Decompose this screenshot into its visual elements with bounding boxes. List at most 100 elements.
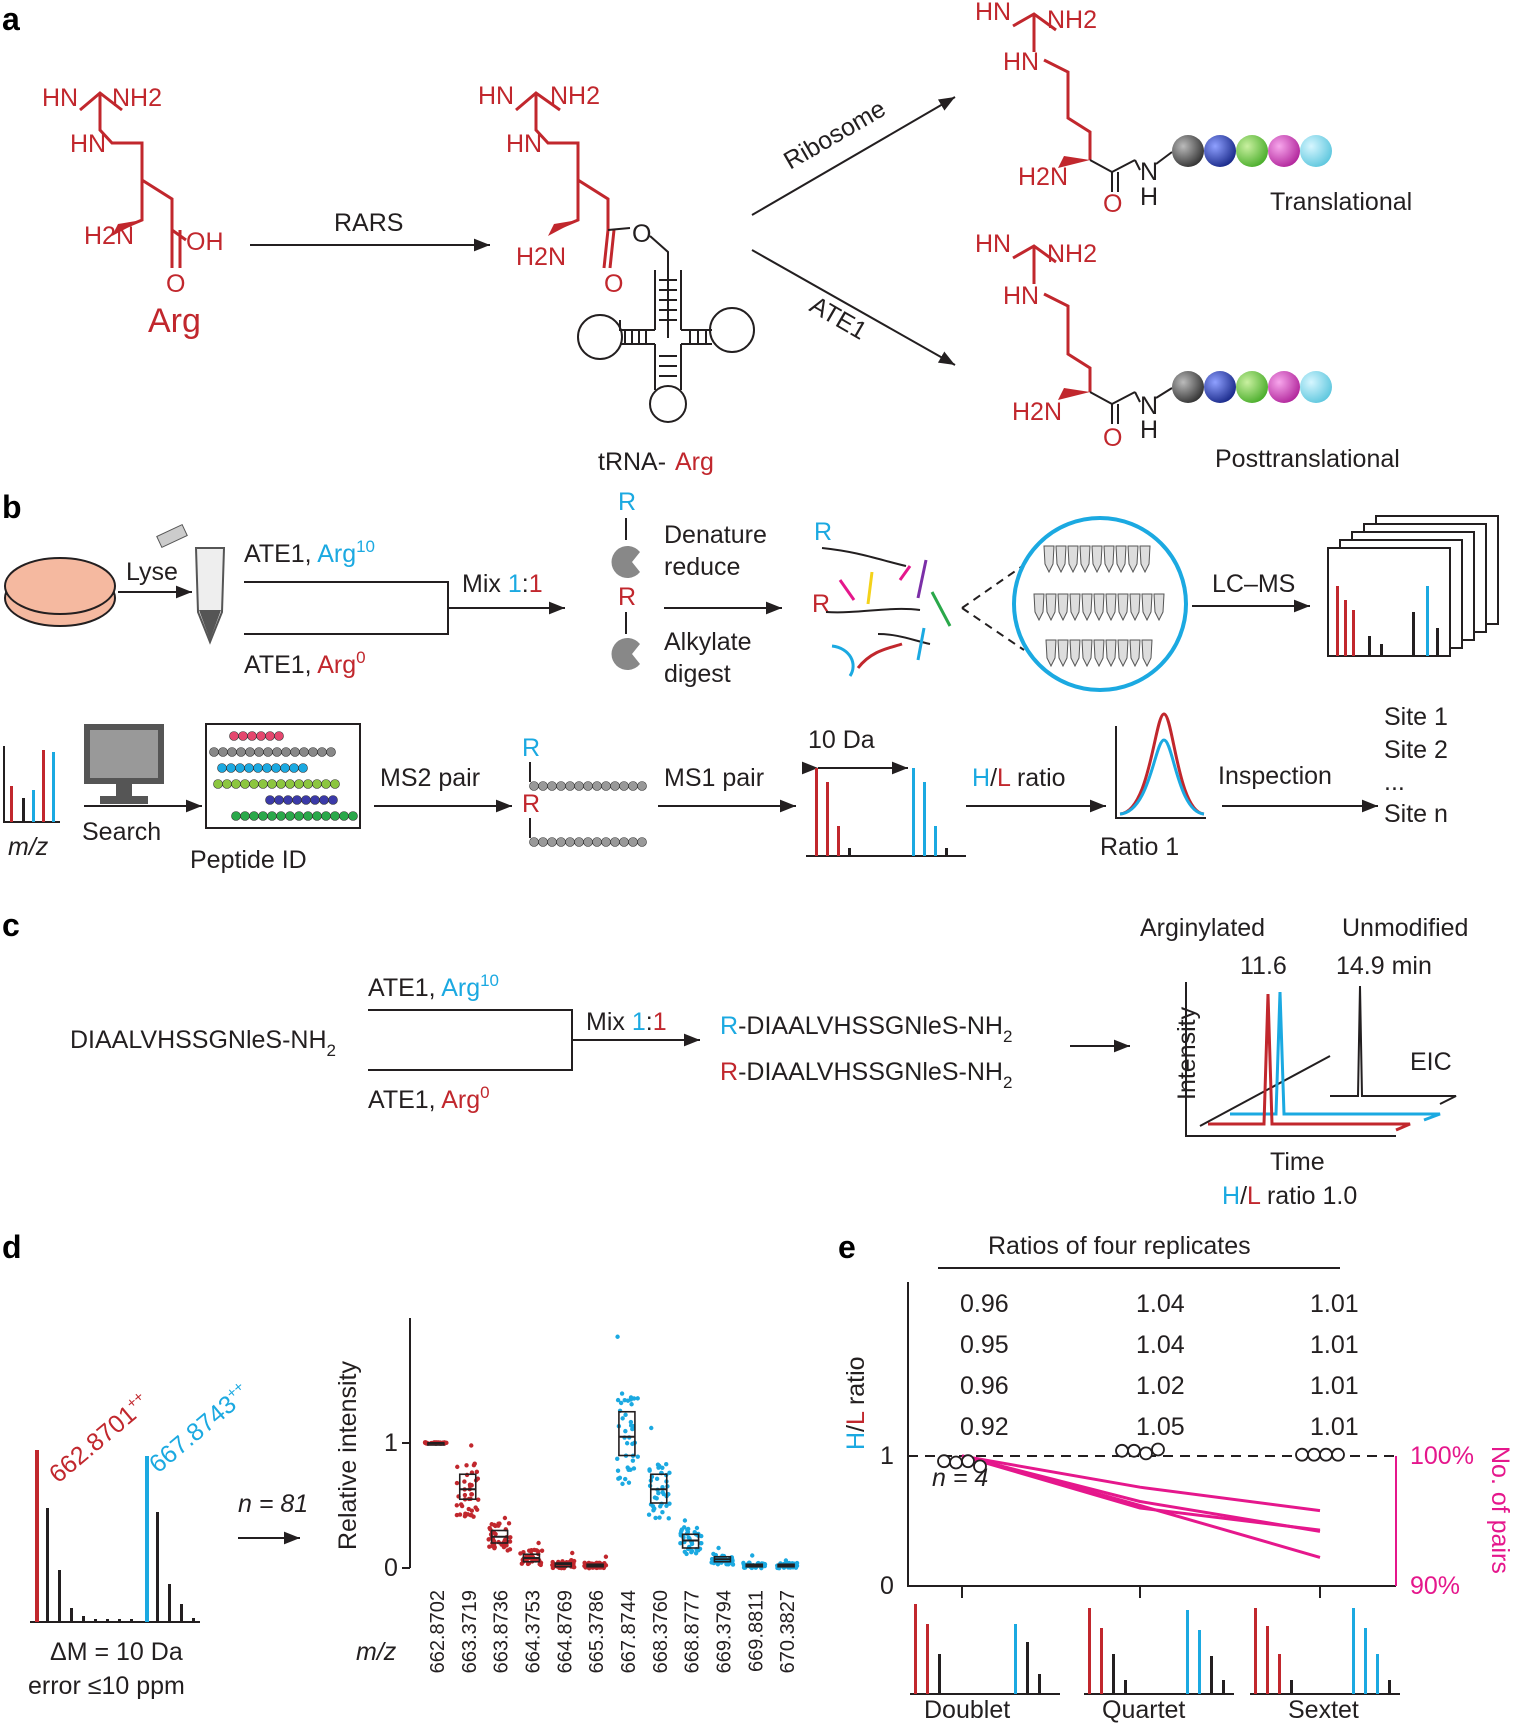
ms2-r-blue: R xyxy=(522,734,540,762)
peptide-id-label: Peptide ID xyxy=(190,846,307,874)
d-point xyxy=(506,1521,512,1526)
c-mix-b: 1 xyxy=(653,1008,667,1036)
svg-text:ATE1, Arg10: ATE1, Arg10 xyxy=(244,537,375,568)
d-xtick-label: 662.8702 xyxy=(427,1590,449,1673)
trna-label-arg: Arg xyxy=(675,448,714,476)
e-hl-slash: / xyxy=(842,1425,870,1432)
b-r-red: R xyxy=(618,583,636,611)
peptide-bead xyxy=(272,747,282,757)
e-spectrum-peak xyxy=(1376,1654,1379,1694)
d-point xyxy=(681,1525,687,1530)
plate-tube-icon xyxy=(1141,639,1153,668)
c-top-arg: Arg xyxy=(441,974,480,1002)
d-point xyxy=(657,1515,662,1520)
peptide-bead xyxy=(281,747,291,757)
e-spectrum-peak xyxy=(938,1654,941,1694)
plate-tube-icon xyxy=(1079,545,1091,574)
peptide-bead xyxy=(292,795,302,805)
peptide-bead xyxy=(254,747,264,757)
e-spectrum-peak xyxy=(926,1624,929,1694)
e-spectrum-peak xyxy=(1038,1674,1041,1694)
trna-o-dbl: O xyxy=(604,270,623,298)
d-point xyxy=(615,1456,620,1461)
n81-label: n = 81 xyxy=(238,1490,308,1518)
d-point xyxy=(762,1562,768,1567)
d-point xyxy=(693,1551,699,1556)
peptide-bead xyxy=(330,811,340,821)
d-point xyxy=(518,1551,523,1556)
tp-h2n: H2N xyxy=(1018,163,1068,191)
panel-c-label: c xyxy=(2,907,20,943)
d-point xyxy=(653,1515,658,1521)
e-pairs-line xyxy=(961,1454,1321,1533)
e-hl-h: H xyxy=(842,1432,870,1450)
e-spectrum-peak xyxy=(1388,1680,1391,1694)
peptide-bead xyxy=(319,795,329,805)
e-spectrum-peak xyxy=(1222,1680,1225,1694)
d-point xyxy=(625,1398,631,1403)
site-2: Site 2 xyxy=(1384,736,1448,764)
ms2-bead xyxy=(556,837,566,847)
pp-hn-2: HN xyxy=(1003,282,1039,310)
panel-a: a HN NH2 HN H2N OH O Arg RARS HN NH2 HN … xyxy=(2,0,1412,476)
peptide-bead xyxy=(253,763,263,773)
peptide-bead xyxy=(310,795,320,805)
posttranslational-product: HN NH2 HN H2N O N H Posttranslational xyxy=(975,230,1400,473)
d-point xyxy=(486,1537,491,1542)
pp-h: H xyxy=(1140,416,1158,444)
d-mz-left: 662.8701 xyxy=(44,1400,142,1488)
trna-hn-2: HN xyxy=(506,130,542,158)
peptide-bead xyxy=(339,811,349,821)
lyse-label: Lyse xyxy=(126,558,178,586)
ms2-bead xyxy=(592,781,602,791)
panel-b: b Lyse ATE1, Arg10 ATE1, Arg0 Mix 1:1 R … xyxy=(2,488,1499,874)
peptide-bead xyxy=(238,731,248,741)
svg-text:R-DIAALVHSSGNleS-NH2: R-DIAALVHSSGNleS-NH2 xyxy=(720,1058,1012,1092)
plate-tube-icon xyxy=(1093,593,1105,622)
c-top-sup: 10 xyxy=(480,971,499,990)
ms2-bead xyxy=(637,837,647,847)
d-box xyxy=(458,1473,477,1501)
peptide-bead xyxy=(276,779,286,789)
peptide-bead xyxy=(317,747,327,757)
ms2-bead xyxy=(538,837,548,847)
peptide-bead-rows xyxy=(209,731,358,821)
e-axes xyxy=(907,1282,1396,1587)
peptide-bead xyxy=(294,779,304,789)
e-ytick-0: 0 xyxy=(880,1572,894,1600)
d-point xyxy=(654,1496,659,1501)
peptide-bead xyxy=(298,763,308,773)
b-top-branch: ATE1, Arg10 xyxy=(244,537,375,568)
d-xtick-label: 669.3794 xyxy=(713,1590,735,1673)
d-point xyxy=(649,1425,654,1431)
denature-label: Denature xyxy=(664,521,767,549)
plate-tube-icon xyxy=(1105,639,1117,668)
d-point xyxy=(487,1525,492,1531)
ratio-cell: 1.01 xyxy=(1310,1290,1359,1318)
d-point xyxy=(496,1521,501,1526)
peptide-bead xyxy=(328,795,338,805)
peptide-bead xyxy=(258,779,268,789)
peptide-bead xyxy=(303,811,313,821)
d-point xyxy=(678,1540,683,1546)
d-point xyxy=(618,1400,624,1406)
rars-label: RARS xyxy=(334,209,403,237)
delta-m-label: ΔM = 10 Da xyxy=(50,1638,183,1666)
ms2-bead xyxy=(610,837,620,847)
b-bottom-branch: ATE1, Arg0 xyxy=(244,648,366,679)
ratio-cell: 1.01 xyxy=(1310,1413,1359,1441)
plate-tube-icon xyxy=(1057,593,1069,622)
peptide-bead xyxy=(213,779,223,789)
ratio-cell: 0.96 xyxy=(960,1372,1009,1400)
d-point xyxy=(626,1467,631,1473)
peptide-bead xyxy=(274,795,284,805)
d-point xyxy=(699,1533,704,1539)
enzyme-icon-2 xyxy=(611,638,640,670)
d-point xyxy=(655,1462,661,1467)
d-point xyxy=(490,1544,495,1549)
ratio-cell: 0.95 xyxy=(960,1331,1009,1359)
ratio-cell: 0.96 xyxy=(960,1290,1009,1318)
plate-tube-icon xyxy=(1103,545,1115,574)
e-hl-point xyxy=(973,1459,987,1474)
d-point xyxy=(462,1479,467,1484)
